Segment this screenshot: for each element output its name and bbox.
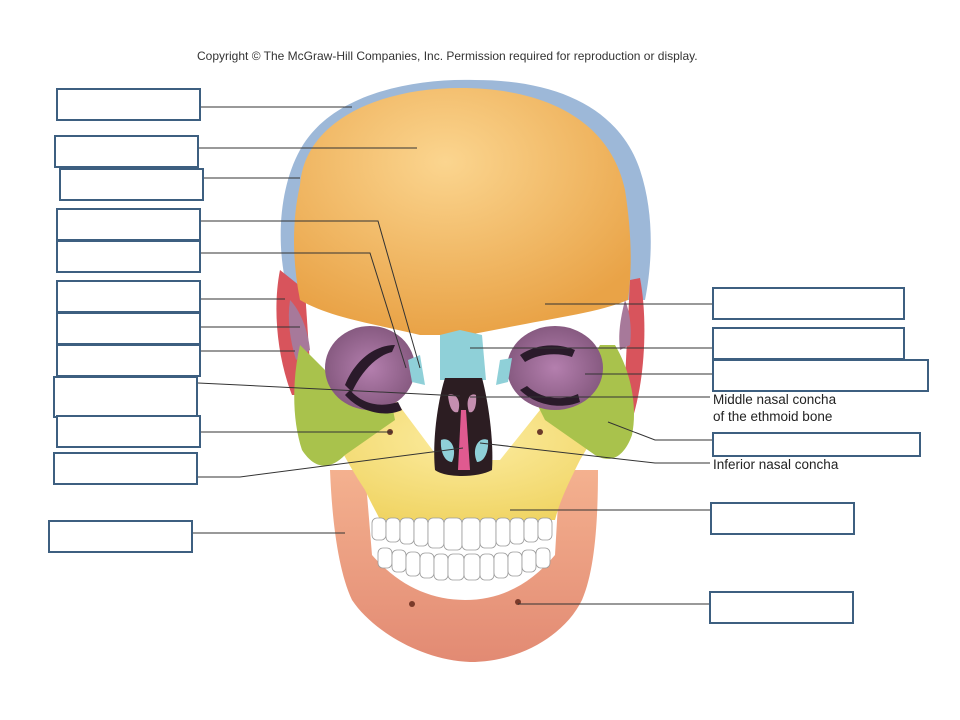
sphenoid-right — [619, 300, 631, 350]
label-box-frontal[interactable] — [54, 135, 199, 168]
lacrimal-left — [408, 355, 425, 385]
orbit-fissure-left — [345, 345, 395, 392]
label-box-mandible[interactable] — [48, 520, 193, 553]
nasal-bone — [440, 330, 486, 380]
inferior-nasal-concha-left — [440, 439, 455, 462]
label-box-nasal-bone[interactable] — [712, 327, 905, 360]
orbit-fissure-right — [520, 345, 575, 362]
label-box-lacrimal[interactable] — [712, 359, 929, 392]
label-box-temporal[interactable] — [56, 312, 201, 345]
leader-lines-left — [193, 106, 464, 534]
middle-nasal-concha — [448, 394, 460, 413]
label-ethmoid-bone: of the ethmoid bone — [713, 409, 833, 424]
copyright-notice: Copyright © The McGraw-Hill Companies, I… — [197, 49, 698, 63]
label-box-coronal-suture[interactable] — [59, 168, 204, 201]
vomer — [458, 410, 470, 470]
label-box-squamous-suture[interactable] — [56, 280, 201, 313]
label-box-parietal[interactable] — [56, 88, 201, 121]
mandible — [330, 470, 598, 662]
infraorbital-foramen-right — [537, 429, 543, 435]
orbit-left — [325, 326, 415, 410]
orbit-floor-right — [520, 386, 580, 406]
label-box-perpendicular-plate[interactable] — [53, 376, 198, 418]
middle-nasal-concha-right — [467, 394, 477, 413]
orbit-floor-left — [345, 390, 402, 414]
zygomatic-left — [294, 345, 395, 466]
label-box-zygomatic[interactable] — [712, 432, 921, 457]
label-box-optic-canal[interactable] — [56, 240, 201, 273]
label-box-maxilla[interactable] — [710, 502, 855, 535]
leader-lines-right — [470, 303, 712, 605]
label-box-sphenoid[interactable] — [56, 344, 201, 377]
mental-foramen-left — [409, 601, 415, 607]
label-middle-nasal-concha: Middle nasal concha — [713, 392, 837, 407]
sphenoid-left — [288, 300, 310, 360]
orbit-right — [507, 326, 603, 410]
label-box-infraorbital-foramen[interactable] — [56, 415, 201, 448]
label-box-supraorbital-foramen[interactable] — [56, 208, 201, 241]
zygomatic-right — [535, 345, 635, 459]
upper-teeth — [371, 517, 553, 551]
label-box-vomer[interactable] — [53, 452, 198, 485]
label-inferior-nasal-concha: Inferior nasal concha — [713, 457, 839, 472]
frontal-bone — [294, 88, 631, 335]
inferior-nasal-concha-right — [474, 439, 489, 462]
label-box-glabella[interactable] — [712, 287, 905, 320]
lower-teeth — [377, 547, 551, 581]
lacrimal-right — [496, 358, 512, 385]
label-box-mental-foramen[interactable] — [709, 591, 854, 624]
